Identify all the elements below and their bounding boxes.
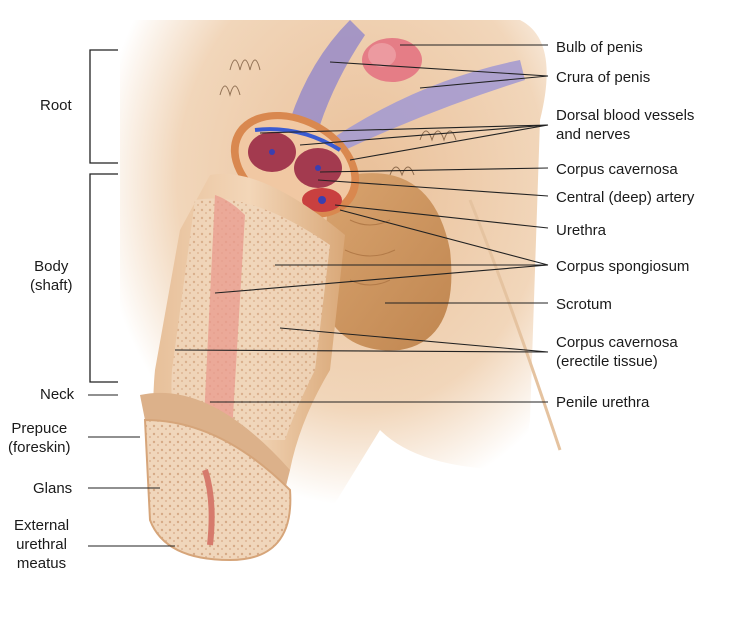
dorsal-vessels [254, 127, 342, 152]
label-corpus-cavernosa-erectile: Corpus cavernosa (erectile tissue) [556, 333, 678, 371]
crura-of-penis [290, 20, 365, 125]
label-crura-of-penis: Crura of penis [556, 69, 651, 86]
label-corpus-cavernosa: Corpus cavernosa [556, 161, 678, 178]
label-scrotum: Scrotum [556, 296, 612, 313]
label-corpus-spongiosum: Corpus spongiosum [556, 258, 690, 275]
label-prepuce-line-2: (foreskin) [8, 439, 71, 456]
label-body-line-2: (shaft) [30, 277, 73, 294]
label-glans: Glans [33, 480, 73, 497]
label-dorsal-blood-vessels: Dorsal blood vessels and nerves [556, 106, 694, 144]
label-cavernosa-line-2: (erectile tissue) [556, 353, 658, 370]
body-bracket [89, 173, 118, 383]
label-root: Root [40, 97, 72, 114]
label-meatus-line-2: urethral [16, 536, 67, 553]
pubic-hair [219, 59, 457, 177]
label-prepuce: Prepuce (foreskin) [8, 419, 71, 457]
label-meatus-line-1: External [14, 517, 70, 534]
label-meatus-line-3: meatus [16, 555, 67, 572]
left-leader-lines [88, 394, 175, 547]
label-dorsal-line-2: and nerves [556, 126, 631, 143]
label-external-urethral-meatus: External urethral meatus [14, 516, 69, 573]
label-neck: Neck [40, 386, 75, 403]
label-body-line-1: Body [34, 258, 69, 275]
label-prepuce-line-1: Prepuce [11, 420, 68, 437]
prepuce [140, 392, 290, 490]
right-leader-lines [174, 44, 549, 403]
label-cavernosa-line-1: Corpus cavernosa [556, 334, 678, 351]
root-bracket [89, 49, 118, 164]
label-penile-urethra: Penile urethra [556, 394, 650, 411]
meatus [202, 469, 215, 546]
thigh-edge [468, 199, 562, 451]
label-bulb-of-penis: Bulb of penis [556, 39, 643, 56]
label-urethra: Urethra [556, 222, 607, 239]
left-brackets [89, 49, 118, 383]
label-central-artery: Central (deep) artery [556, 189, 695, 206]
label-dorsal-line-1: Dorsal blood vessels [556, 107, 695, 124]
scrotum [320, 173, 452, 351]
label-body-shaft: Body (shaft) [30, 257, 73, 295]
glans [143, 418, 292, 562]
